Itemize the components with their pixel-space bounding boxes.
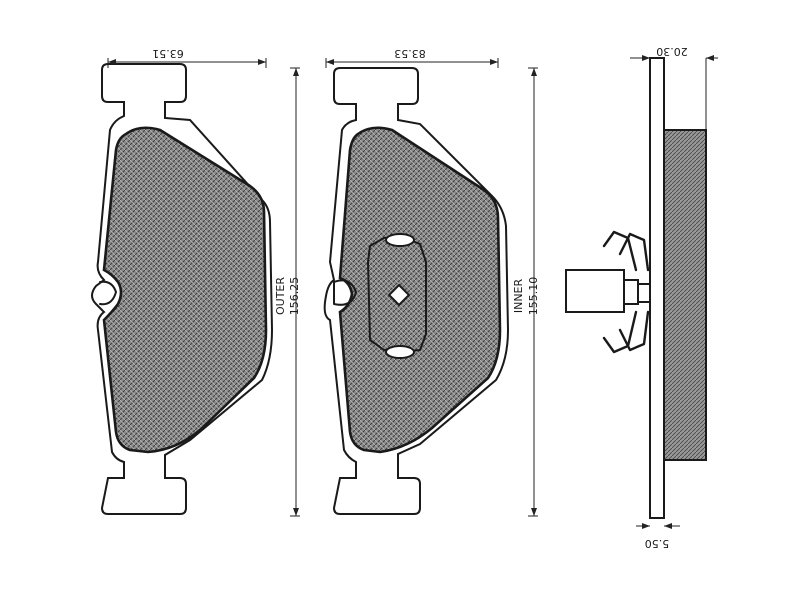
side-spring-clip — [565, 230, 651, 354]
outer-height-value: 156.25 — [288, 277, 301, 316]
side-top-dimension: 20.30 — [630, 45, 718, 130]
outer-friction-material — [102, 126, 268, 454]
side-backing-plate — [649, 57, 665, 519]
side-bottom-dimension: 5.50 — [636, 523, 680, 550]
side-view: 20.30 5.50 — [565, 45, 718, 550]
side-friction-block — [663, 129, 707, 461]
inner-pad — [323, 67, 510, 515]
inner-height-value: 155.10 — [527, 277, 540, 316]
inner-width-value: 83.53 — [394, 47, 426, 60]
inner-width-dimension: 83.53 — [325, 47, 499, 68]
side-bottom-value: 5.50 — [645, 537, 670, 550]
inner-boss-bottom-clip — [385, 345, 415, 359]
inner-notch — [333, 279, 357, 306]
outer-pad — [91, 63, 274, 515]
outer-notch — [99, 280, 117, 306]
inner-boss-rivet — [387, 283, 411, 307]
inner-height-dimension: INNER 155.10 — [512, 67, 540, 517]
outer-width-dimension: 63.51 — [107, 47, 267, 68]
outer-height-dimension: OUTER 156.25 — [274, 67, 301, 517]
side-top-value: 20.30 — [656, 45, 688, 58]
inner-side-label: INNER — [512, 278, 525, 313]
outer-side-label: OUTER — [274, 277, 287, 315]
outer-width-value: 63.51 — [152, 47, 184, 60]
inner-friction-material — [338, 126, 502, 454]
inner-boss-top-clip — [385, 233, 415, 247]
